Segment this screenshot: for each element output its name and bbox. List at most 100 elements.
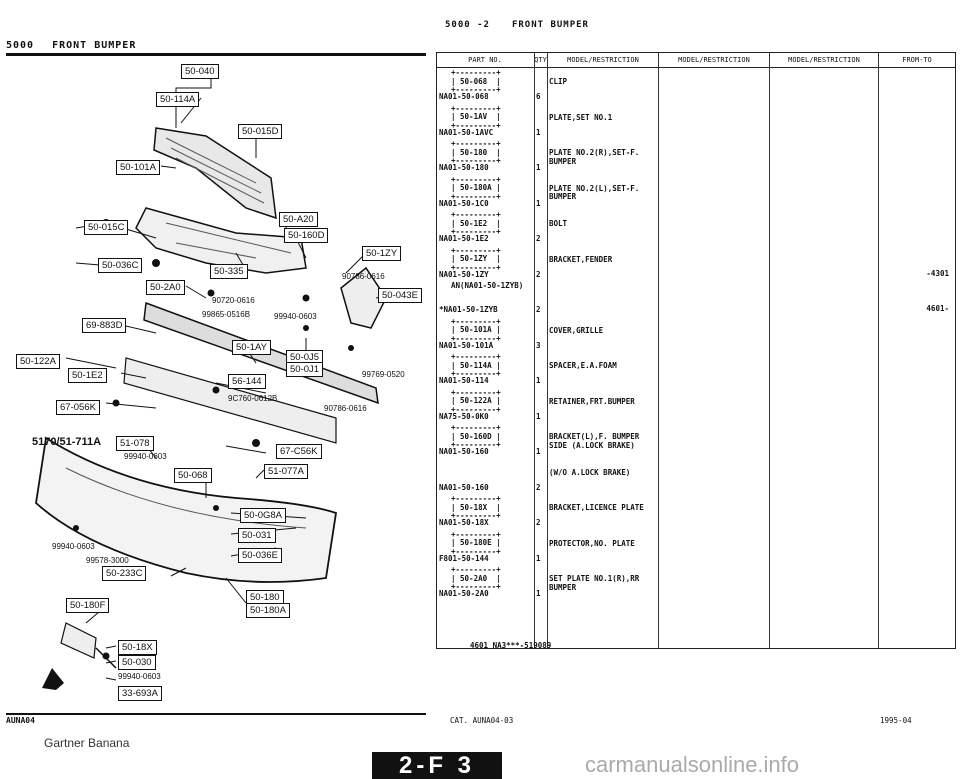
part-box: +---------+ | 50-180A | +---------+ (451, 174, 501, 201)
callout-50-180a: 50-180A (246, 603, 290, 618)
description: RETAINER,FRT.BUMPER (549, 396, 635, 406)
part-box: +---------+ | 50-114A | +---------+ (451, 352, 501, 378)
part-number-label: 90786-0616 (342, 272, 385, 281)
quantity: 3 (536, 340, 541, 350)
description: SPACER,E.A.FOAM (549, 361, 617, 370)
credit-text: Gartner Banana (44, 736, 130, 750)
part-box: +---------+ | 50-122A | +---------+ (451, 387, 501, 414)
part-box: +---------+ | 50-160D | +---------+ (451, 423, 501, 449)
quantity: 1 (536, 411, 541, 421)
table-row: +---------+ | 50-18X | +---------+NA01-5… (437, 494, 955, 531)
column-header: QTY (534, 56, 547, 64)
table-header: PART NO. QTY MODEL/RESTRICTION MODEL/RES… (437, 53, 955, 68)
callout-50-015d: 50-015D (238, 124, 283, 139)
part-box: +---------+ | 50-2A0 | +---------+ (451, 565, 501, 591)
part-number-label: 99940-0603 (118, 672, 161, 681)
quantity: 2 (536, 482, 541, 492)
description: PROTECTOR,NO. PLATE (549, 538, 635, 548)
callout-50-040: 50-040 (181, 64, 219, 79)
column-header: PART NO. (468, 56, 502, 64)
diagram-drawing (35, 70, 387, 690)
table-row: +---------+ | 50-122A | +---------+NA75-… (437, 387, 955, 425)
part-number-label: 90720-0616 (212, 296, 255, 305)
footer-code: AUNA04 (6, 716, 35, 725)
description: (W/O A.LOCK BRAKE) (549, 467, 631, 477)
callout-33-693a: 33-693A (118, 686, 162, 701)
column-header: MODEL/RESTRICTION (788, 56, 860, 64)
quantity: 2 (536, 518, 541, 527)
quantity: 1 (536, 198, 541, 208)
exploded-diagram: 50-040 50-114A 50-015D 50-101A 50-015C 5… (6, 58, 430, 701)
part-number: NA01-50-114 (439, 376, 489, 385)
callout-50-015c: 50-015C (84, 220, 129, 235)
callout-50-180f: 50-180F (66, 598, 110, 613)
quantity: 2 (536, 305, 541, 314)
callout-50-030: 50-030 (118, 655, 156, 670)
table-row: +---------+ | 50-1E2 | +---------+NA01-5… (437, 210, 955, 247)
callout-50-1ay: 50-1AY (232, 340, 271, 355)
quantity: 1 (536, 447, 541, 456)
page-label: 2-F 3 (372, 752, 502, 779)
reference-label: 5170/51-711A (32, 436, 102, 448)
header-rule (6, 53, 426, 56)
column-header: MODEL/RESTRICTION (678, 56, 750, 64)
part-number: NA01-50-1E2 (439, 234, 489, 243)
from-to: 4601- (926, 304, 949, 313)
part-number: NA01-50-160 (439, 482, 489, 492)
callout-50-a20: 50-A20 (279, 212, 318, 227)
quantity: 2 (536, 234, 541, 243)
part-box: +---------+ | 50-18X | +---------+ (451, 494, 501, 520)
callout-50-160d: 50-160D (284, 228, 329, 243)
part-box: +---------+ | 50-180E | +---------+ (451, 529, 501, 556)
callout-50-031: 50-031 (238, 528, 276, 543)
part-number: NA01-50-160 (439, 447, 489, 456)
part-number-label: 90786-0616 (324, 404, 367, 413)
header-right-code: 5000 -2 (445, 20, 490, 30)
callout-50-18x: 50-18X (118, 640, 157, 655)
description: BOLT (549, 219, 568, 228)
part-box: +---------+ | 50-1ZY | +---------+ (451, 245, 501, 272)
callout-50-114a: 50-114A (156, 92, 200, 107)
quantity: 1 (536, 553, 541, 563)
column-header: FROM-TO (902, 56, 932, 64)
part-number: NA01-50-101A (439, 340, 494, 350)
quantity: 1 (536, 589, 541, 598)
description: SET PLATE NO.1(R),RR BUMPER (549, 574, 640, 592)
below-table-note: 4601 NA3***-519089 (470, 641, 552, 650)
part-number: NA01-50-180 (439, 163, 489, 172)
table-row: NA01-50-160 2 (W/O A.LOCK BRAKE) (437, 460, 955, 496)
from-to: -4301 (926, 268, 949, 278)
quantity: 1 (536, 163, 541, 172)
callout-51-077a: 51-077A (264, 464, 308, 479)
callout-50-036c: 50-036C (98, 258, 143, 273)
description: COVER,GRILLE (549, 325, 604, 335)
part-number-label: 99940-0603 (52, 542, 95, 551)
header-left-section: FRONT BUMPER (52, 40, 137, 51)
callout-50-2a0: 50-2A0 (146, 280, 185, 295)
part-number: NA75-50-0K0 (439, 411, 489, 421)
part-box: +---------+ | 50-1E2 | +---------+ (451, 210, 501, 236)
part-box: +---------+ | 50-1AV | +---------+ (451, 103, 501, 130)
footer-catalog: CAT. AUNA04-03 (450, 716, 514, 725)
part-number: F801-50-144 (439, 553, 489, 563)
part-box: AN(NA01-50-1ZYB) (451, 281, 524, 290)
table-row: +---------+ | 50-1AV | +---------+NA01-5… (437, 103, 955, 141)
quantity: 1 (536, 376, 541, 385)
part-number: NA01-50-068 (439, 92, 489, 101)
callout-50-1e2: 50-1E2 (68, 368, 107, 383)
description: PLATE NO.2(L),SET-F. BUMPER (549, 183, 640, 201)
table-row: +---------+ | 50-180 | +---------+NA01-5… (437, 139, 955, 176)
table-rows: +---------+ | 50-068 | +---------+NA01-5… (437, 68, 955, 602)
quantity: 2 (536, 269, 541, 279)
callout-56-144: 56-144 (228, 374, 266, 389)
part-number-label: 99940-0603 (274, 312, 317, 321)
description: PLATE NO.2(R),SET-F. BUMPER (549, 148, 640, 166)
table-row: +---------+ | 50-180E | +---------+F801-… (437, 529, 955, 567)
part-number: NA01-50-18X (439, 518, 489, 527)
part-number-label: 9C760-0612B (228, 394, 278, 403)
part-box: +---------+ | 50-101A | +---------+ (451, 316, 501, 343)
part-number-label: 99940-0603 (124, 452, 167, 461)
